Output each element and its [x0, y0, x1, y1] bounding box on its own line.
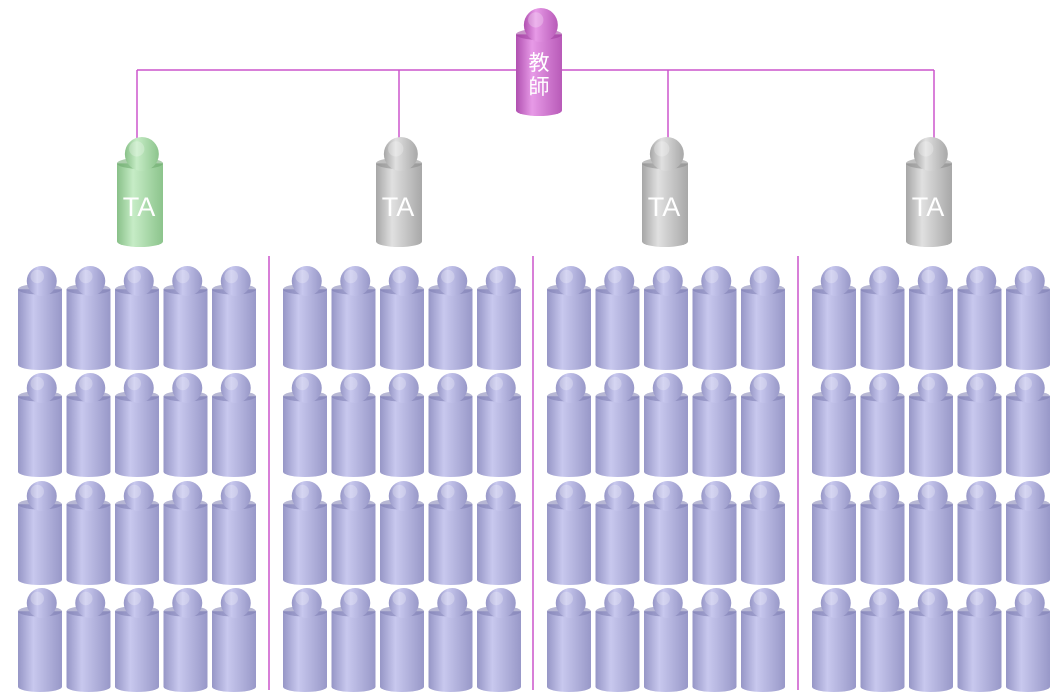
student-icon-g4-r3-c1 — [812, 481, 856, 585]
student-icon-g3-r1-c1 — [547, 266, 591, 370]
assistant-label-2: TA — [382, 192, 415, 222]
student-grid — [18, 266, 1050, 692]
student-icon-g4-r4-c5 — [1006, 588, 1050, 692]
student-icon-g2-r4-c1 — [283, 588, 327, 692]
student-icon-g1-r2-c5 — [212, 373, 256, 477]
student-icon-g4-r2-c1 — [812, 373, 856, 477]
student-icon-g1-r2-c4 — [164, 373, 208, 477]
student-icon-g2-r3-c3 — [380, 481, 424, 585]
student-icon-g4-r2-c5 — [1006, 373, 1050, 477]
student-icon-g1-r4-c3 — [115, 588, 159, 692]
student-icon-g3-r2-c1 — [547, 373, 591, 477]
student-icon-g3-r4-c3 — [644, 588, 688, 692]
student-icon-g1-r4-c2 — [67, 588, 111, 692]
student-icon-g3-r1-c5 — [741, 266, 785, 370]
student-icon-g3-r4-c5 — [741, 588, 785, 692]
assistant-label-4: TA — [912, 192, 945, 222]
student-icon-g1-r1-c5 — [212, 266, 256, 370]
student-icon-g2-r1-c1 — [283, 266, 327, 370]
student-icon-g2-r3-c5 — [477, 481, 521, 585]
student-icon-g2-r1-c3 — [380, 266, 424, 370]
student-icon-g2-r1-c4 — [429, 266, 473, 370]
student-icon-g4-r2-c3 — [909, 373, 953, 477]
student-icon-g3-r1-c3 — [644, 266, 688, 370]
student-icon-g2-r4-c2 — [332, 588, 376, 692]
student-icon-g1-r1-c1 — [18, 266, 62, 370]
assistant-figures — [117, 137, 952, 247]
student-icon-g4-r2-c2 — [861, 373, 905, 477]
student-icon-g1-r1-c3 — [115, 266, 159, 370]
student-icon-g1-r4-c4 — [164, 588, 208, 692]
student-icon-g3-r4-c4 — [693, 588, 737, 692]
student-icon-g1-r2-c1 — [18, 373, 62, 477]
student-icon-g3-r3-c1 — [547, 481, 591, 585]
student-icon-g2-r4-c4 — [429, 588, 473, 692]
student-icon-g2-r4-c5 — [477, 588, 521, 692]
student-icon-g1-r3-c4 — [164, 481, 208, 585]
student-icon-g1-r3-c5 — [212, 481, 256, 585]
student-icon-g2-r4-c3 — [380, 588, 424, 692]
student-icon-g1-r1-c2 — [67, 266, 111, 370]
student-icon-g2-r2-c2 — [332, 373, 376, 477]
student-icon-g2-r2-c3 — [380, 373, 424, 477]
student-icon-g3-r2-c5 — [741, 373, 785, 477]
student-icon-g1-r4-c5 — [212, 588, 256, 692]
student-icon-g1-r2-c3 — [115, 373, 159, 477]
student-icon-g4-r1-c3 — [909, 266, 953, 370]
student-icon-g4-r1-c5 — [1006, 266, 1050, 370]
student-icon-g2-r2-c1 — [283, 373, 327, 477]
student-icon-g2-r3-c1 — [283, 481, 327, 585]
student-icon-g3-r3-c3 — [644, 481, 688, 585]
student-icon-g1-r2-c2 — [67, 373, 111, 477]
student-icon-g2-r3-c4 — [429, 481, 473, 585]
teacher-label-line-2: 師 — [529, 76, 550, 99]
student-icon-g3-r3-c2 — [596, 481, 640, 585]
student-icon-g2-r1-c5 — [477, 266, 521, 370]
student-icon-g1-r4-c1 — [18, 588, 62, 692]
student-icon-g1-r1-c4 — [164, 266, 208, 370]
student-icon-g3-r4-c1 — [547, 588, 591, 692]
student-icon-g4-r1-c4 — [958, 266, 1002, 370]
student-icon-g4-r1-c1 — [812, 266, 856, 370]
student-icon-g3-r4-c2 — [596, 588, 640, 692]
student-icon-g4-r4-c2 — [861, 588, 905, 692]
student-icon-g4-r3-c2 — [861, 481, 905, 585]
student-icon-g3-r2-c3 — [644, 373, 688, 477]
student-icon-g3-r3-c5 — [741, 481, 785, 585]
student-icon-g3-r2-c4 — [693, 373, 737, 477]
student-icon-g3-r1-c4 — [693, 266, 737, 370]
student-icon-g2-r2-c4 — [429, 373, 473, 477]
student-icon-g3-r3-c4 — [693, 481, 737, 585]
student-icon-g1-r3-c2 — [67, 481, 111, 585]
student-icon-g4-r3-c3 — [909, 481, 953, 585]
student-icon-g4-r4-c3 — [909, 588, 953, 692]
assistant-label-3: TA — [648, 192, 681, 222]
student-icon-g3-r1-c2 — [596, 266, 640, 370]
teacher-label-line-1: 教 — [529, 52, 550, 75]
student-icon-g4-r4-c1 — [812, 588, 856, 692]
student-icon-g4-r1-c2 — [861, 266, 905, 370]
student-icon-g2-r2-c5 — [477, 373, 521, 477]
student-icon-g2-r3-c2 — [332, 481, 376, 585]
student-icon-g2-r1-c2 — [332, 266, 376, 370]
student-icon-g1-r3-c3 — [115, 481, 159, 585]
student-icon-g1-r3-c1 — [18, 481, 62, 585]
student-icon-g4-r3-c4 — [958, 481, 1002, 585]
student-icon-g4-r3-c5 — [1006, 481, 1050, 585]
student-icon-g4-r2-c4 — [958, 373, 1002, 477]
assistant-label-1: TA — [123, 192, 156, 222]
student-icon-g4-r4-c4 — [958, 588, 1002, 692]
student-icon-g3-r2-c2 — [596, 373, 640, 477]
